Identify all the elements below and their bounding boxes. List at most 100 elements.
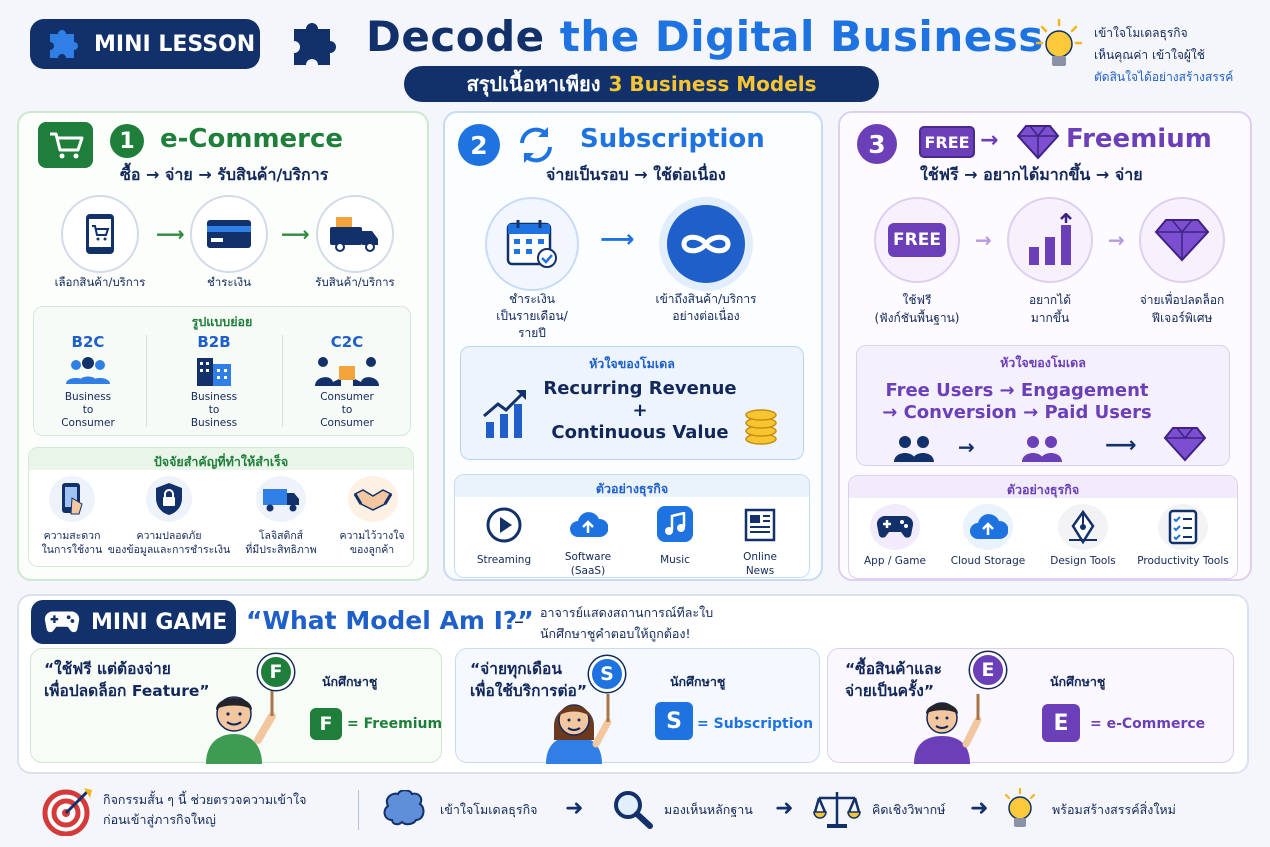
mini-game-badge: MINI GAME: [31, 600, 236, 644]
student-girl-icon: [546, 694, 612, 764]
gamepad-icon: [44, 611, 80, 633]
step-label: รับสินค้า/บริการ: [315, 275, 395, 289]
examples-title: ตัวอย่างธุรกิจ: [595, 481, 669, 496]
answer-letter: S: [655, 702, 693, 740]
scales-icon: [813, 792, 861, 828]
model-title: Subscription: [580, 124, 765, 154]
model-title: e-Commerce: [160, 124, 344, 154]
scenario-quote: “จ่ายทุกเดือนเพื่อใช้บริการต่อ”: [470, 660, 588, 700]
mini-lesson-badge: MINI LESSON: [30, 19, 260, 69]
free-tag: FREE: [919, 126, 975, 158]
game-card-subscription: [455, 648, 820, 763]
diamond-icon: [1163, 427, 1207, 462]
puzzle-icon: [50, 30, 78, 58]
music-note-icon: [657, 506, 693, 542]
model-flow: ใช้ฟรี → อยากได้มากขึ้น → จ่าย: [920, 165, 1143, 184]
model-flow: ซื้อ → จ่าย → รับสินค้า/บริการ: [120, 165, 329, 184]
dash-separator: –: [514, 609, 524, 633]
example-label: Streaming: [476, 554, 532, 566]
example-label: Cloud Storage: [950, 555, 1026, 567]
play-button-icon: [486, 507, 522, 543]
credit-card-icon: [190, 195, 268, 273]
answer-text: = Freemium: [347, 716, 443, 732]
subtype-code: C2C: [330, 333, 364, 351]
core-title: หัวใจของโมเดล: [589, 356, 675, 371]
factors-header-bg: [29, 448, 413, 470]
core-text: Recurring Revenue+Continuous Value: [543, 378, 737, 443]
people-group-icon: [66, 357, 110, 384]
logistics-truck-icon: [256, 476, 306, 522]
handshake-icon: [348, 476, 398, 522]
footer-step: คิดเชิงวิพากษ์: [872, 802, 946, 817]
mini-lesson-label: MINI LESSON: [94, 31, 256, 57]
arrow-icon: ⟶: [156, 222, 185, 246]
subtypes-title: รูปแบบย่อย: [191, 314, 253, 329]
touch-phone-icon: [49, 476, 95, 522]
scenario-quote: “ซื้อสินค้าและจ่ายเป็นครั้ง”: [845, 660, 942, 700]
arrow-icon: ⟶: [600, 225, 635, 253]
students-label: นักศึกษาชู: [1050, 674, 1106, 689]
calendar-check-icon: [485, 197, 579, 291]
checklist-icon: [1158, 504, 1208, 550]
free-step-circle: FREE: [874, 197, 960, 283]
cloud-upload-icon: [570, 512, 608, 537]
core-title: หัวใจของโมเดล: [1000, 355, 1086, 370]
arrow-icon: ➜: [970, 796, 989, 821]
factor-label: ความไว้วางใจของลูกค้า: [339, 530, 405, 556]
target-icon: [42, 788, 92, 836]
answer-paddle: E: [970, 652, 1006, 688]
footer-step: เข้าใจโมเดลธุรกิจ: [440, 802, 538, 817]
brain-icon: [383, 790, 425, 826]
lightbulb-icon: [1036, 18, 1082, 66]
coin-stack-icon: [745, 409, 777, 445]
step-label: ใช้ฟรี(ฟังก์ชันพื้นฐาน): [874, 293, 960, 325]
arrow-icon: →: [1108, 228, 1125, 252]
scenario-quote: “ใช้ฟรี แต่ต้องจ่ายเพื่อปลดล็อก Feature”: [44, 660, 210, 700]
pen-tool-icon: [1058, 504, 1108, 550]
game-card-ecommerce: [827, 648, 1234, 763]
diamond-icon: [1016, 125, 1060, 160]
factor-label: ความสะดวกในการใช้งาน: [41, 530, 103, 556]
footer-intro: กิจกรรมสั้น ๆ นี้ ช่วยตรวจความเข้าใจก่อน…: [103, 792, 307, 827]
example-label: Music: [660, 554, 690, 566]
step-label: อยากได้มากขึ้น: [1028, 293, 1072, 325]
students-label: นักศึกษาชู: [322, 674, 378, 689]
answer-text: = e-Commerce: [1090, 716, 1206, 732]
step-label: ชำระเงิน: [206, 275, 252, 289]
magnifier-icon: [614, 791, 653, 829]
model-flow: จ่ายเป็นรอบ → ใช้ต่อเนื่อง: [546, 165, 726, 184]
arrow-icon: →: [958, 435, 975, 459]
step-label: เข้าถึงสินค้า/บริการอย่างต่อเนื่อง: [655, 292, 757, 323]
factor-label: ความปลอดภัยของข้อมูลและการชำระเงิน: [107, 530, 231, 556]
answer-text: = Subscription: [697, 716, 814, 732]
lightbulb-icon: [1004, 788, 1036, 827]
premium-diamond-icon: [1139, 197, 1225, 283]
example-label: Design Tools: [1050, 555, 1116, 567]
game-instructions: อาจารย์แสดงสถานการณ์ทีละใบนักศึกษาชูคำตอ…: [540, 605, 714, 641]
handover-icon: [315, 357, 379, 386]
example-label: Productivity Tools: [1137, 555, 1229, 567]
answer-paddle: F: [258, 654, 294, 690]
examples-header-bg: [849, 476, 1237, 498]
step-label: จ่ายเพื่อปลดล็อกฟีเจอร์พิเศษ: [1139, 293, 1225, 325]
mini-game-label: MINI GAME: [91, 609, 228, 635]
factor-label: โลจิสติกส์ที่มีประสิทธิภาพ: [245, 530, 317, 556]
mobile-cart-icon: [61, 195, 139, 273]
arrow-icon: →: [980, 128, 999, 153]
game-question: “What Model Am I?”: [246, 606, 534, 635]
office-building-icon: [197, 358, 231, 386]
free-step-tag: FREE: [888, 223, 946, 257]
arrow-icon: ⟶: [281, 222, 310, 246]
shopping-cart-icon: [38, 122, 93, 168]
infinity-icon: [659, 197, 753, 291]
step-label: เลือกสินค้า/บริการ: [54, 275, 146, 289]
arrow-icon: ⟶: [1105, 433, 1137, 458]
examples-title: ตัวอย่างธุรกิจ: [1006, 482, 1080, 497]
step-label: ชำระเงินเป็นรายเดือน/รายปี: [496, 292, 568, 340]
delivery-truck-icon: [316, 195, 394, 273]
users-icon: [1022, 436, 1062, 462]
gamepad-icon: [870, 504, 920, 550]
arrow-icon: ➜: [565, 796, 584, 821]
